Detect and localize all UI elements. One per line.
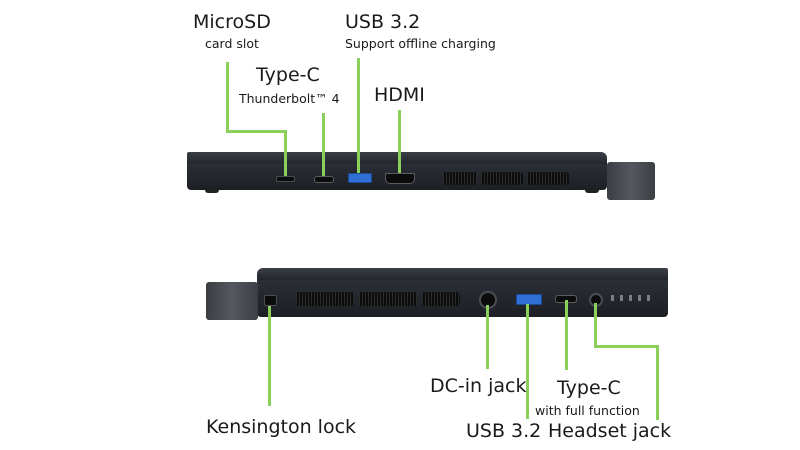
vent-grille bbox=[359, 292, 417, 306]
headset-label: Headset jack bbox=[548, 420, 672, 442]
typec-label-bottom: Type-C bbox=[557, 377, 621, 399]
callout-line-headset-h bbox=[594, 345, 658, 348]
callout-line-headset-v2 bbox=[656, 345, 659, 420]
callout-line-typec-bottom bbox=[565, 300, 568, 370]
typec-label-top: Type-C bbox=[256, 64, 320, 86]
laptop-lid-top bbox=[187, 152, 607, 164]
usb-port-top[interactable] bbox=[348, 173, 372, 183]
laptop-lid-bottom bbox=[257, 268, 668, 280]
vent-grille bbox=[296, 292, 354, 306]
callout-line-hdmi bbox=[398, 110, 401, 173]
callout-line-kensington bbox=[268, 306, 271, 406]
hdmi-label: HDMI bbox=[374, 84, 425, 106]
microsd-sublabel: card slot bbox=[205, 36, 259, 51]
laptop-foot bbox=[205, 190, 219, 193]
vent-grille bbox=[422, 292, 460, 306]
vent-grille bbox=[443, 172, 477, 185]
typec-sublabel-top: Thunderbolt™ 4 bbox=[239, 91, 340, 106]
microsd-label: MicroSD bbox=[193, 11, 271, 33]
callout-line-usb-top bbox=[357, 58, 360, 173]
laptop-left-side bbox=[0, 0, 800, 220]
typec-sublabel-bottom: with full function bbox=[535, 403, 640, 418]
callout-line-microsd-v bbox=[226, 62, 229, 132]
usb-port-bottom[interactable] bbox=[516, 294, 542, 305]
usb-label-top: USB 3.2 bbox=[345, 11, 421, 33]
callout-line-headset-v bbox=[594, 303, 597, 347]
laptop-rear-bump bbox=[206, 282, 258, 320]
callout-line-typec-top bbox=[322, 113, 325, 176]
kensington-lock-slot[interactable] bbox=[264, 295, 277, 306]
laptop-foot bbox=[585, 190, 599, 193]
vent-grille bbox=[527, 172, 569, 185]
callout-line-microsd-h bbox=[226, 130, 286, 133]
hdmi-port[interactable] bbox=[385, 173, 415, 184]
laptop-right-side bbox=[0, 250, 800, 330]
dcin-label: DC-in jack bbox=[430, 375, 527, 397]
status-indicator-icons bbox=[611, 295, 651, 301]
callout-line-usb-bottom bbox=[526, 304, 529, 419]
vent-grille bbox=[481, 172, 523, 185]
callout-line-microsd-v2 bbox=[284, 130, 287, 176]
callout-line-dcin bbox=[486, 305, 489, 369]
usb-sublabel-top: Support offline charging bbox=[345, 36, 496, 51]
typec-thunderbolt-port[interactable] bbox=[314, 176, 334, 183]
kensington-label: Kensington lock bbox=[206, 416, 357, 438]
usb-label-bottom: USB 3.2 bbox=[466, 420, 542, 442]
microsd-slot[interactable] bbox=[276, 176, 295, 182]
laptop-rear-bump bbox=[607, 162, 655, 200]
